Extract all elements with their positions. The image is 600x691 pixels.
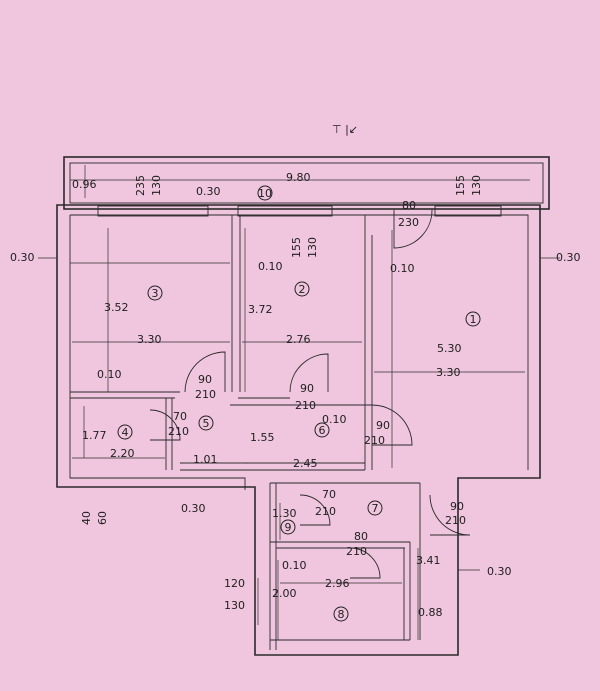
room-5: 5 (203, 417, 210, 430)
dim-label: 0.30 (487, 565, 512, 578)
dim-label: 90 (300, 382, 314, 395)
dim-label: 0.30 (181, 502, 206, 515)
dim-label: 0.10 (322, 413, 347, 426)
dim-label: 1.55 (250, 431, 275, 444)
dim-label: 230 (398, 216, 419, 229)
dim-label: 70 (173, 410, 187, 423)
dim-label: 210 (195, 388, 216, 401)
room-6: 6 (319, 424, 326, 437)
dim-label: 130 (150, 175, 163, 196)
dim-label: 2.76 (286, 333, 311, 346)
room-1: 1 (470, 313, 477, 326)
dim-label: 210 (445, 514, 466, 527)
dim-label: 155 (454, 175, 467, 196)
dim-label: 0.88 (418, 606, 443, 619)
dim-label: 2.00 (272, 587, 297, 600)
dim-label: 0.10 (258, 260, 283, 273)
dim-label: 235 (134, 175, 147, 196)
dim-label: 80 (354, 530, 368, 543)
dim-label: 0.10 (97, 368, 122, 381)
room-3: 3 (152, 287, 159, 300)
room-9: 9 (285, 521, 292, 534)
dim-label: 3.30 (436, 366, 461, 379)
dim-label: 3.52 (104, 301, 129, 314)
dim-label: 130 (306, 237, 319, 258)
dim-label: 1.77 (82, 429, 107, 442)
dim-label: 210 (295, 399, 316, 412)
dim-label: 210 (346, 545, 367, 558)
dim-label: 0.30 (196, 185, 221, 198)
dim-label: 130 (470, 175, 483, 196)
dim-label: 3.30 (137, 333, 162, 346)
dim-label: 3.72 (248, 303, 273, 316)
dim-label: 155 (290, 237, 303, 258)
dim-label: 2.20 (110, 447, 135, 460)
dim-label: 40 (80, 511, 93, 525)
dim-label: 9.80 (286, 171, 311, 184)
dim-label: 5.30 (437, 342, 462, 355)
room-2: 2 (299, 283, 306, 296)
room-markers (117, 185, 481, 622)
dim-label: 3.41 (416, 554, 441, 567)
room-4: 4 (122, 426, 129, 439)
room-10: 10 (258, 187, 272, 200)
dim-label: 0.30 (556, 251, 581, 264)
dim-label: 120 (224, 577, 245, 590)
room-8: 8 (338, 608, 345, 621)
dim-label: 1.01 (193, 453, 218, 466)
dim-label: 1.30 (272, 507, 297, 520)
dim-label: 2.45 (293, 457, 318, 470)
orientation-mark: ⊤ |↙ (332, 123, 358, 136)
dim-label: 2.96 (325, 577, 350, 590)
dim-label: 210 (315, 505, 336, 518)
dim-label: 90 (198, 373, 212, 386)
dim-label: 80 (402, 199, 416, 212)
dim-label: 210 (364, 434, 385, 447)
dim-label: 60 (96, 511, 109, 525)
room-7: 7 (372, 502, 379, 515)
dim-label: 0.10 (282, 559, 307, 572)
dim-label: 0.96 (72, 178, 97, 191)
dim-label: 90 (450, 500, 464, 513)
dim-label: 90 (376, 419, 390, 432)
dim-label: 210 (168, 425, 189, 438)
dim-label: 0.10 (390, 262, 415, 275)
dimension-labels: 9.80 0.96 235 130 0.30 80 230 155 130 0.… (10, 171, 581, 619)
dim-label: 130 (224, 599, 245, 612)
dim-label: 0.30 (10, 251, 35, 264)
dim-label: 70 (322, 488, 336, 501)
